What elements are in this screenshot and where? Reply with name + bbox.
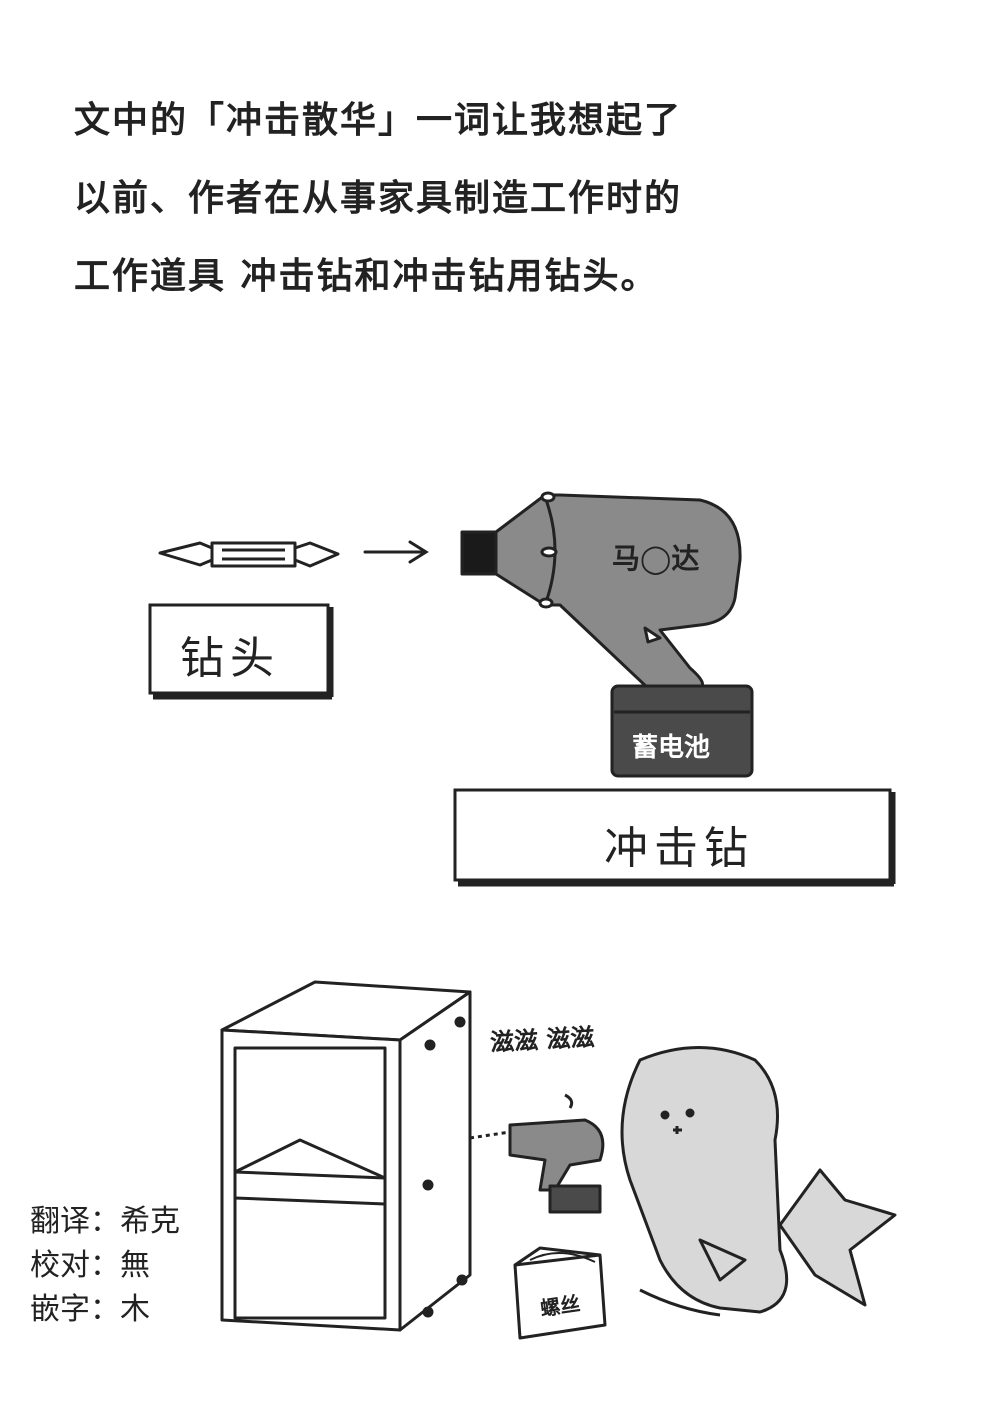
- credits: 翻译：希克 校对：無 嵌字：木: [30, 1200, 180, 1332]
- intro-line-1: 文中的「冲击散华」一词让我想起了: [74, 82, 954, 160]
- intro-line-1-suffix: 」一词让我想起了: [378, 100, 683, 141]
- motor-label: 马◯达: [612, 542, 700, 575]
- arrow-right-icon: [363, 540, 429, 564]
- drill-bit-label: 钻头: [180, 633, 280, 684]
- intro-line-2: 以前、作者在从事家具制造工作时的: [74, 178, 683, 219]
- intro-line-1-prefix: 文中的「: [74, 100, 227, 141]
- impact-drill-icon: [460, 491, 754, 778]
- credit-translator: 翻译：希克: [30, 1204, 180, 1239]
- credit-proofreader: 校对：無: [30, 1248, 150, 1283]
- cabinet-icon: [220, 980, 472, 1332]
- intro-highlight-term: 冲击散华: [226, 100, 379, 141]
- drill-bit-label-box: [148, 603, 334, 700]
- impact-drill-label: 冲击钻: [604, 823, 754, 874]
- screws-box-label: 螺丝: [538, 1291, 582, 1321]
- intro-line-3: 工作道具 冲击钻和冲击钻用钻头。: [74, 256, 659, 297]
- credit-typesetter: 嵌字：木: [30, 1292, 150, 1327]
- screw-box-icon: [513, 1246, 607, 1340]
- intro-text: 文中的「冲击散华」一词让我想起了 以前、作者在从事家具制造工作时的 工作道具 冲…: [74, 82, 954, 316]
- drill-bit-icon: [158, 541, 340, 568]
- battery-label: 蓄电池: [632, 733, 711, 763]
- sound-effect-text: 滋滋 滋滋: [489, 1023, 596, 1057]
- small-drill-icon: [469, 1093, 605, 1214]
- mascot-creature-icon: [620, 1046, 897, 1317]
- impact-drill-label-box: [453, 788, 896, 887]
